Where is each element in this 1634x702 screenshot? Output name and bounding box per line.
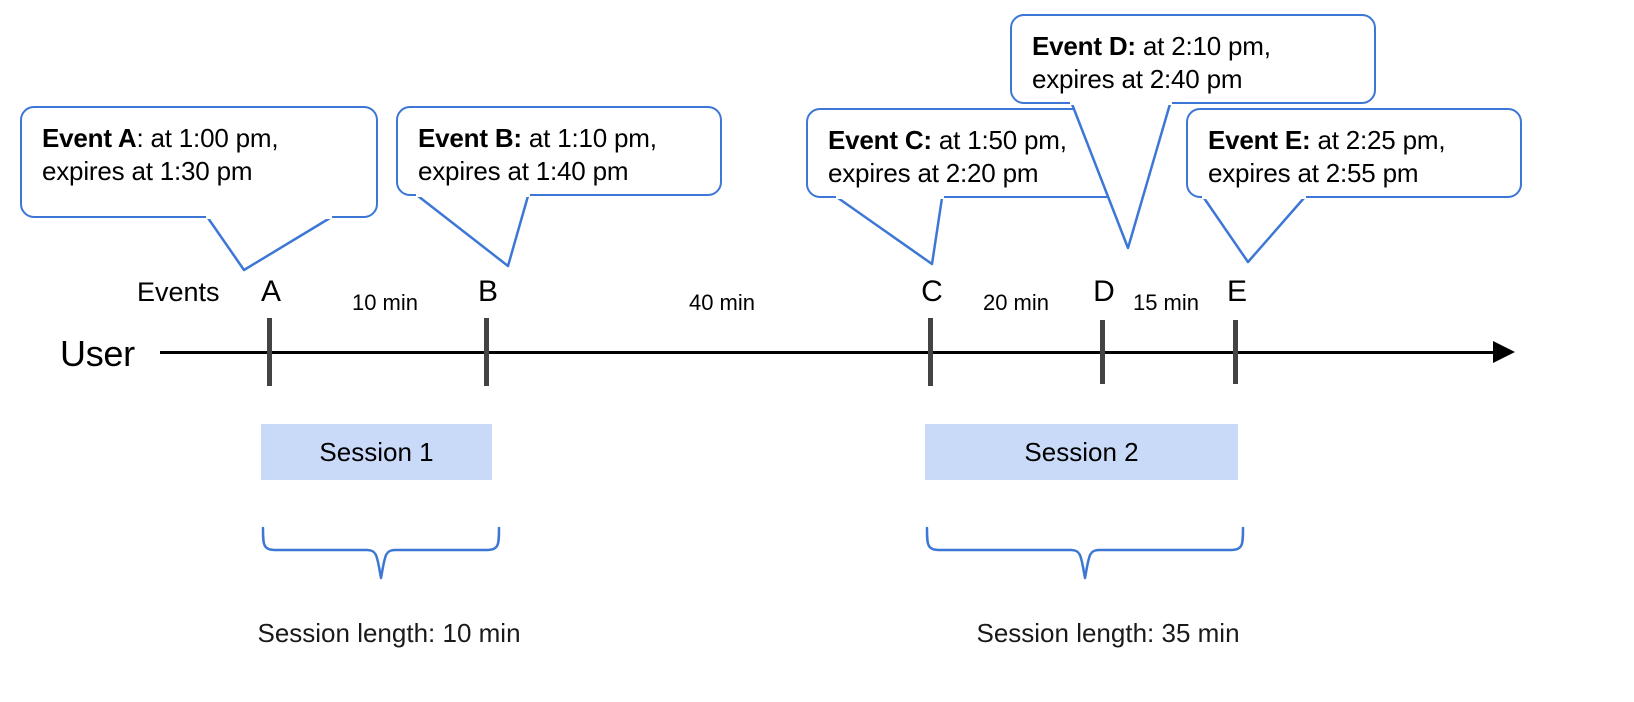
callout-d-title: Event D: xyxy=(1032,31,1136,61)
callout-c-line2: expires at 2:20 pm xyxy=(828,158,1039,189)
event-letter-b: B xyxy=(477,275,499,308)
callout-event-d: Event D: at 2:10 pm, expires at 2:40 pm xyxy=(1010,14,1376,104)
callout-b-line2: expires at 1:40 pm xyxy=(418,156,629,187)
timeline-axis xyxy=(160,351,1495,354)
gap-label-b-c: 40 min xyxy=(688,290,756,315)
callout-e-tail xyxy=(1202,195,1306,264)
callout-c-title: Event C: xyxy=(828,125,932,155)
callout-a-line1: Event A: at 1:00 pm, xyxy=(42,122,358,155)
session-bar-1: Session 1 xyxy=(261,424,492,480)
callout-c-line1-rest: at 1:50 pm, xyxy=(931,125,1067,155)
event-marker-c xyxy=(928,318,933,386)
callout-a-line2: expires at 1:30 pm xyxy=(42,156,253,187)
callout-c-line1: Event C: at 1:50 pm, xyxy=(828,124,1116,157)
gap-label-a-b: 10 min xyxy=(351,290,419,315)
callout-a-separator: : xyxy=(136,123,144,153)
timeline-axis-arrowhead xyxy=(1493,341,1515,363)
event-letter-d: D xyxy=(1093,275,1115,308)
callout-e-line1-rest: at 2:25 pm, xyxy=(1310,125,1446,155)
event-marker-e xyxy=(1233,320,1238,384)
callout-a-line1-rest: at 1:00 pm, xyxy=(143,123,279,153)
callout-e-title: Event E: xyxy=(1208,125,1311,155)
user-lane-label: User xyxy=(60,333,135,374)
callout-event-c: Event C: at 1:50 pm, expires at 2:20 pm xyxy=(806,108,1136,198)
event-letter-e: E xyxy=(1226,275,1248,308)
session-2-length-caption: Session length: 35 min xyxy=(976,618,1240,648)
gap-label-c-d: 20 min xyxy=(982,290,1050,315)
callout-d-line1: Event D: at 2:10 pm, xyxy=(1032,30,1356,63)
callout-b-tail xyxy=(416,193,530,268)
event-marker-a xyxy=(267,318,272,386)
callout-a-title: Event A xyxy=(42,123,137,153)
session-1-length-caption: Session length: 10 min xyxy=(257,618,521,648)
callout-e-line2: expires at 2:55 pm xyxy=(1208,158,1419,189)
events-row-label: Events xyxy=(137,277,220,307)
session-2-brace xyxy=(925,526,1245,580)
callout-b-title: Event B: xyxy=(418,123,522,153)
event-marker-d xyxy=(1100,320,1105,384)
callout-event-a: Event A: at 1:00 pm, expires at 1:30 pm xyxy=(20,106,378,218)
callout-b-line1: Event B: at 1:10 pm, xyxy=(418,122,702,155)
event-marker-b xyxy=(484,318,489,386)
callout-b-line1-rest: at 1:10 pm, xyxy=(521,123,657,153)
callout-event-e: Event E: at 2:25 pm, expires at 2:55 pm xyxy=(1186,108,1522,198)
callout-event-b: Event B: at 1:10 pm, expires at 1:40 pm xyxy=(396,106,722,196)
session-bar-2: Session 2 xyxy=(925,424,1238,480)
callout-d-line2: expires at 2:40 pm xyxy=(1032,64,1243,95)
event-letter-a: A xyxy=(260,275,282,308)
gap-label-d-e: 15 min xyxy=(1132,290,1200,315)
callout-e-line1: Event E: at 2:25 pm, xyxy=(1208,124,1502,157)
callout-d-line1-rest: at 2:10 pm, xyxy=(1135,31,1271,61)
event-letter-c: C xyxy=(921,275,943,308)
session-1-brace xyxy=(261,526,501,580)
